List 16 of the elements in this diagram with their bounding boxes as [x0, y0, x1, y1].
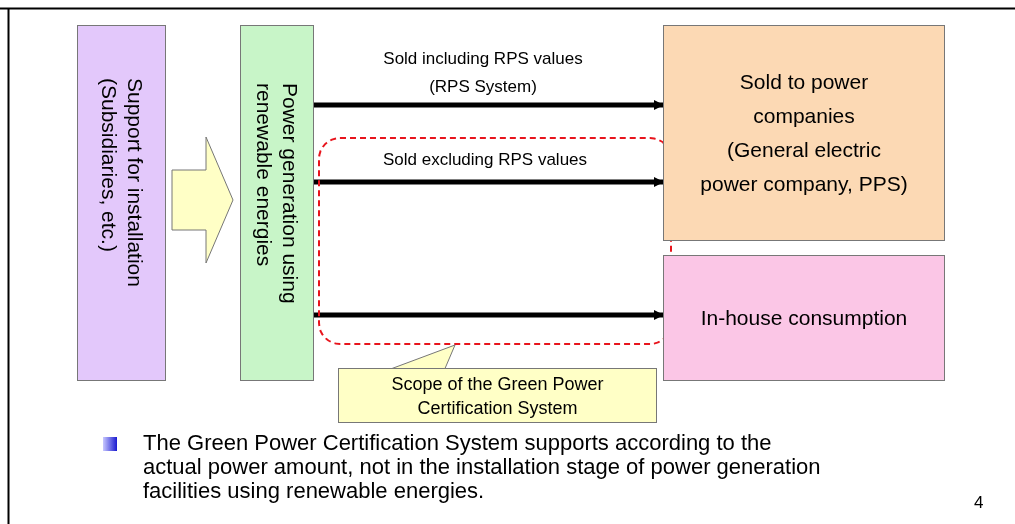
box-text: Scope of the Green Power Certification System — [390, 372, 605, 420]
sold-box — [663, 25, 945, 241]
arrow — [314, 177, 664, 187]
box-text: Power generation using renewable energies — [252, 83, 303, 306]
box-text: In-house consumption — [699, 305, 909, 331]
consumption-box — [663, 255, 945, 381]
arrow — [314, 310, 664, 320]
support-box — [77, 25, 166, 381]
box-text: Support for installation (Subsidiaries, etc.) — [96, 78, 148, 289]
bullet-text: The Green Power Certification System supports according to the actual power amount, not in the installation stage of power generation facilities using renewable energies. — [143, 431, 822, 503]
box-text: (General electric power company, PPS) — [699, 137, 909, 197]
page-number: 4 — [974, 492, 985, 514]
block-arrow — [171, 136, 234, 264]
generation-box — [240, 25, 314, 381]
arrow — [314, 100, 664, 110]
box-text: Sold to power companies — [738, 69, 870, 129]
